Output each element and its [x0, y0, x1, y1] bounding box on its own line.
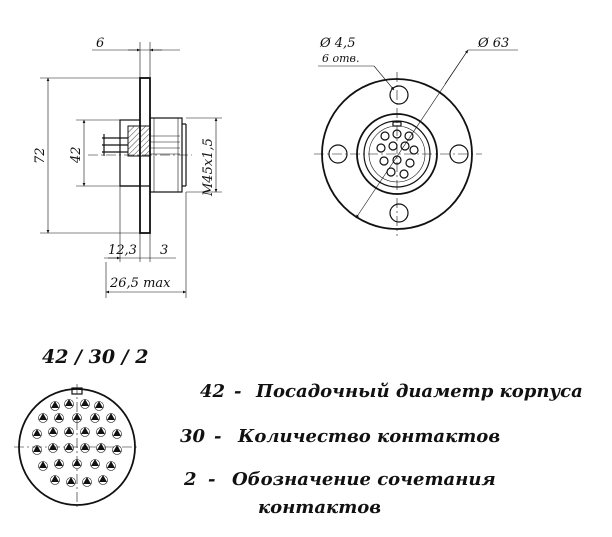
- dim-flange-thickness: 6: [96, 36, 104, 51]
- dim-hole-diameter: Ø 4,5: [319, 36, 355, 51]
- contact-ring: [64, 427, 74, 437]
- contact-pin: [99, 475, 107, 482]
- contact-ring: [112, 445, 122, 455]
- contact-ring: [112, 429, 122, 439]
- contact-pin: [55, 413, 63, 420]
- legend-number-1: 42: [200, 381, 225, 402]
- contact-pin: [39, 461, 47, 468]
- contact-ring: [64, 443, 74, 453]
- contact-pin: [49, 443, 57, 450]
- contact-pin: [113, 445, 121, 452]
- side-view: 6 72 42 M45x1,5 12,3 3 26,5 max: [33, 36, 222, 298]
- contact-ring: [48, 443, 58, 453]
- contact-pin: [67, 477, 75, 484]
- insulator-insert: [127, 125, 151, 157]
- contact-ring: [80, 427, 90, 437]
- contact-pin: [81, 399, 89, 406]
- contact-pin: [51, 401, 59, 408]
- contact-pin: [107, 413, 115, 420]
- legend-number-2: 30: [180, 426, 206, 447]
- dim-total-length: 26,5 max: [109, 276, 171, 291]
- contact-layout: [14, 384, 140, 510]
- legend-text-2: Количество контактов: [237, 426, 500, 447]
- contact-ring: [80, 399, 90, 409]
- contact-pin: [33, 445, 41, 452]
- legend-sep-1: -: [234, 381, 241, 402]
- dim-seat-diameter: 42: [69, 146, 84, 164]
- contact-pin: [73, 413, 81, 420]
- dim-flange-diameter: Ø 63: [477, 36, 509, 51]
- contact-pin: [51, 475, 59, 482]
- contact-pin: [65, 427, 73, 434]
- contact-ring: [64, 399, 74, 409]
- contact-pin: [81, 443, 89, 450]
- dim-overall-height: 72: [33, 147, 48, 164]
- contact-ring: [48, 427, 58, 437]
- contact-ring: [82, 477, 92, 487]
- legend-text-3: Обозначение сочетания: [232, 469, 496, 490]
- legend-sep-3: -: [208, 469, 215, 490]
- contact-ring: [94, 401, 104, 411]
- contact-ring: [90, 413, 100, 423]
- contact-ring: [54, 459, 64, 469]
- legend-text-4: контактов: [258, 497, 381, 518]
- code-designation: 42 / 30 / 2: [42, 346, 148, 368]
- dim-hole-count: 6 отв.: [322, 52, 359, 65]
- contact-ring: [38, 461, 48, 471]
- contact-pin: [91, 459, 99, 466]
- contact-pin: [33, 429, 41, 436]
- contact-pin: [91, 413, 99, 420]
- contact-pin: [113, 429, 121, 436]
- contact-pin: [83, 477, 91, 484]
- contact-ring: [50, 475, 60, 485]
- contact-pin: [97, 443, 105, 450]
- contact-ring: [32, 445, 42, 455]
- contact-pin: [95, 401, 103, 408]
- contact-pin: [97, 427, 105, 434]
- contact-ring: [106, 413, 116, 423]
- contact-pin: [73, 459, 81, 466]
- contact-ring: [54, 413, 64, 423]
- contact-ring: [66, 477, 76, 487]
- contact-ring: [96, 443, 106, 453]
- contact-ring: [106, 461, 116, 471]
- contact-pin: [39, 413, 47, 420]
- contact-ring: [50, 401, 60, 411]
- contact-ring: [32, 429, 42, 439]
- contact-pin: [107, 461, 115, 468]
- front-view: Ø 4,5 6 отв. Ø 63: [314, 36, 518, 236]
- dim-step: 3: [160, 243, 168, 258]
- contact-ring: [72, 413, 82, 423]
- contact-pin: [65, 399, 73, 406]
- contact-pin: [81, 427, 89, 434]
- contact-ring: [98, 475, 108, 485]
- contact-pin: [55, 459, 63, 466]
- dim-body-length: 12,3: [108, 243, 137, 258]
- contact-ring: [38, 413, 48, 423]
- dim-thread: M45x1,5: [201, 138, 216, 197]
- contact-ring: [96, 427, 106, 437]
- legend: 42 - Посадочный диаметр корпуса 30 - Кол…: [180, 381, 583, 518]
- mount-hole: [389, 85, 409, 105]
- contact-ring: [90, 459, 100, 469]
- contact-pin: [65, 443, 73, 450]
- mount-hole: [389, 203, 409, 223]
- contact-ring: [80, 443, 90, 453]
- legend-number-3: 2: [183, 469, 197, 490]
- legend-sep-2: -: [214, 426, 221, 447]
- contact-pin: [49, 427, 57, 434]
- legend-text-1: Посадочный диаметр корпуса: [255, 381, 583, 402]
- contact-ring: [72, 459, 82, 469]
